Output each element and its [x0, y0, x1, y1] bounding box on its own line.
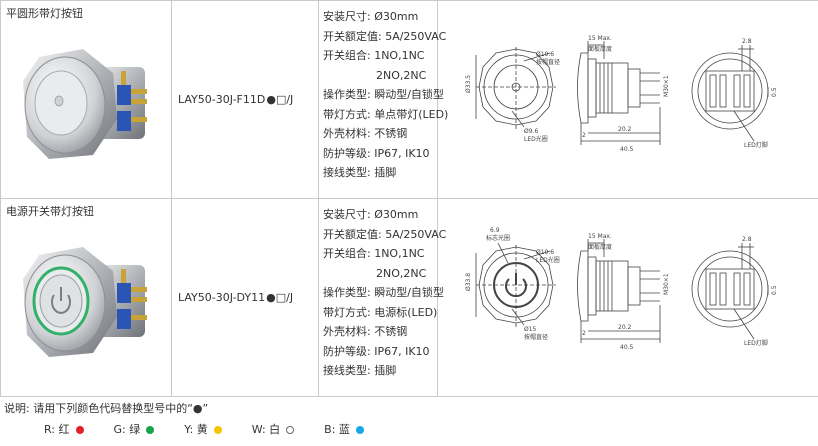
dim-28: 2.8	[742, 236, 752, 243]
rear-view	[691, 243, 769, 340]
spec-list: 安装尺寸: Ø30mm 开关额定值: 5A/250VAC 开关组合: 1NO,1…	[319, 199, 447, 381]
table-row: 电源开关带灯按钮	[0, 198, 818, 397]
color-code-label: G: 绿	[113, 423, 141, 436]
dim-thread: M30×1	[663, 75, 670, 97]
product-spec-table: 平圆形带灯按钮	[0, 0, 818, 397]
rear-view	[691, 45, 769, 142]
spec-housing: 外壳材料: 不锈钢	[323, 127, 408, 140]
drawing-cell: 6.9 标志光圈 Ø19.6 LED光圈 Ø33.8 Ø15 按帽直径	[437, 198, 818, 397]
dim-69: 6.9	[490, 227, 500, 234]
label-symbol: 标志光圈	[486, 234, 510, 242]
spec-wiring: 接线类型: 插脚	[323, 166, 397, 179]
spec-light: 带灯方式: 电源标(LED)	[323, 305, 438, 319]
side-view	[577, 239, 661, 343]
dim-20: 20.2	[618, 324, 632, 331]
blue-dot-icon	[355, 426, 364, 434]
specs-cell: 安装尺寸: Ø30mm 开关额定值: 5A/250VAC 开关组合: 1NO,1…	[318, 0, 449, 199]
note-title: 说明: 请用下列颜色代码替换型号中的“●”	[4, 402, 209, 415]
dim-max: 15 Max.	[588, 35, 612, 42]
color-code-yellow: Y: 黄	[184, 423, 222, 437]
dim-28: 2.8	[742, 38, 752, 45]
label-panel: 面板厚度	[588, 243, 612, 251]
side-view	[577, 41, 661, 145]
spec-protection: 防护等级: IP67, IK10	[323, 344, 430, 358]
dim-15: Ø15	[524, 326, 537, 333]
drawing-cell: Ø19.6 按帽直径 Ø33.5 Ø9.6 LED光圈	[437, 0, 818, 199]
yellow-dot-icon	[213, 426, 222, 434]
color-code-label: Y: 黄	[184, 423, 208, 436]
dim-05: 0.5	[771, 285, 778, 295]
technical-drawing: 6.9 标志光圈 Ø19.6 LED光圈 Ø33.8 Ø15 按帽直径	[465, 227, 778, 351]
product-name-cell: 电源开关带灯按钮	[0, 198, 172, 397]
dim-2: 2	[582, 330, 586, 337]
table-row: 平圆形带灯按钮	[0, 0, 818, 199]
spec-rating: 开关额定值: 5A/250VAC	[323, 227, 447, 241]
power-button-photo	[23, 247, 147, 357]
product-name: 电源开关带灯按钮	[6, 205, 94, 218]
color-code-list: R: 红 G: 绿 Y: 黄 W: 白 B: 蓝	[44, 423, 394, 437]
label-led-lamp: LED灯脚	[744, 339, 768, 347]
model-cell: LAY50-30J-DY11●□/J	[171, 198, 319, 397]
specs-cell: 安装尺寸: Ø30mm 开关额定值: 5A/250VAC 开关组合: 1NO,1…	[318, 198, 447, 397]
spec-mount-size: 安装尺寸: Ø30mm	[323, 10, 419, 23]
dim-40: 40.5	[620, 344, 634, 351]
color-code-label: R: 红	[44, 423, 70, 436]
spec-operation: 操作类型: 瞬动型/自锁型	[323, 88, 444, 101]
spec-rating: 开关额定值: 5A/250VAC	[323, 29, 447, 43]
spec-mount-size: 安装尺寸: Ø30mm	[323, 208, 419, 221]
product-name-cell: 平圆形带灯按钮	[0, 0, 172, 199]
product-name: 平圆形带灯按钮	[6, 7, 83, 20]
model-number: LAY50-30J-DY11●□/J	[172, 199, 318, 396]
technical-drawing: Ø19.6 按帽直径 Ø33.5 Ø9.6 LED光圈	[465, 35, 778, 153]
model-cell: LAY50-30J-F11D●□/J	[171, 0, 319, 199]
label-led: LED光圈	[536, 256, 560, 264]
spec-contacts: 开关组合: 1NO,1NC	[323, 247, 425, 260]
spec-contacts-alt: 2NO,2NC	[376, 68, 427, 82]
front-view	[475, 242, 556, 327]
dim-20: 20.2	[618, 126, 632, 133]
flat-round-button-photo	[23, 49, 147, 159]
spec-light: 带灯方式: 单点带灯(LED)	[323, 107, 449, 121]
front-view	[475, 47, 556, 129]
dim-head: Ø33.5	[465, 75, 472, 93]
dim-cap: Ø19.6	[536, 51, 554, 58]
white-dot-icon	[286, 426, 295, 434]
label-led-lamp: LED灯脚	[744, 141, 768, 149]
dim-thread: M30×1	[663, 273, 670, 295]
spec-operation: 操作类型: 瞬动型/自锁型	[323, 286, 444, 299]
model-symbols: ●□/J	[266, 93, 294, 106]
spec-wiring: 接线类型: 插脚	[323, 364, 397, 377]
color-code-white: W: 白	[251, 423, 295, 437]
spec-contacts-alt: 2NO,2NC	[376, 266, 427, 280]
dim-40: 40.5	[620, 146, 634, 153]
model-symbols: ●□/J	[266, 291, 294, 304]
model-code: LAY50-30J-DY11	[178, 291, 266, 304]
color-code-green: G: 绿	[114, 423, 155, 437]
model-code: LAY50-30J-F11D	[178, 93, 266, 106]
spec-contacts: 开关组合: 1NO,1NC	[323, 49, 425, 62]
model-number: LAY50-30J-F11D●□/J	[172, 1, 318, 198]
dim-cap: Ø19.6	[536, 249, 554, 256]
dim-head: Ø33.8	[465, 273, 472, 291]
color-code-label: W: 白	[251, 423, 281, 436]
color-code-label: B: 蓝	[324, 423, 350, 436]
label-cap: 按帽直径	[536, 58, 560, 66]
dim-05: 0.5	[771, 87, 778, 97]
green-dot-icon	[146, 426, 155, 434]
spec-protection: 防护等级: IP67, IK10	[323, 146, 430, 160]
dim-led: Ø9.6	[524, 128, 538, 135]
color-code-red: R: 红	[44, 423, 84, 437]
color-code-blue: B: 蓝	[324, 423, 364, 437]
dim-2: 2	[582, 132, 586, 139]
spec-housing: 外壳材料: 不锈钢	[323, 325, 408, 338]
spec-list: 安装尺寸: Ø30mm 开关额定值: 5A/250VAC 开关组合: 1NO,1…	[319, 1, 449, 183]
label-led: LED光圈	[524, 135, 548, 143]
label-panel: 面板厚度	[588, 45, 612, 53]
dim-max: 15 Max.	[588, 233, 612, 240]
red-dot-icon	[75, 426, 84, 434]
label-cap: 按帽直径	[524, 333, 548, 341]
